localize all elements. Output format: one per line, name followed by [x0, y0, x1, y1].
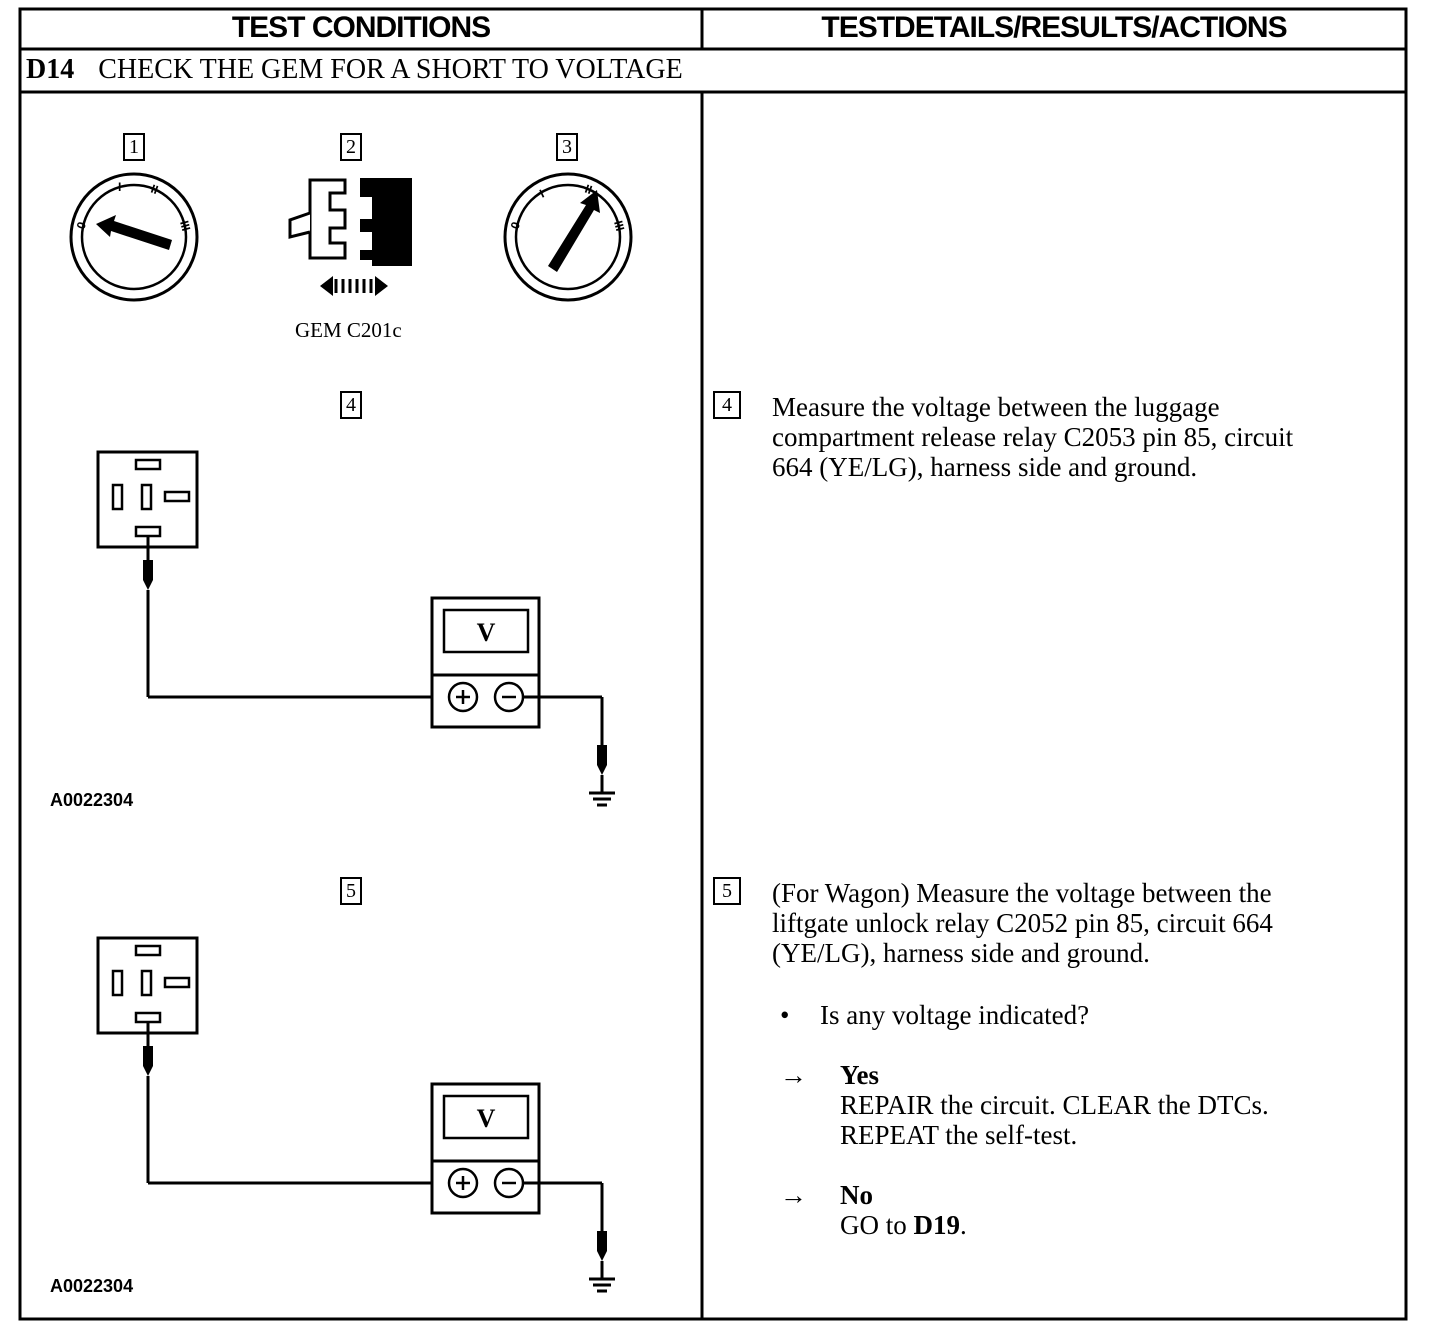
svg-text:II: II: [149, 182, 160, 197]
step-3-label: 3: [556, 133, 578, 161]
no-label: No: [840, 1180, 873, 1210]
ground-icon: [589, 1277, 615, 1293]
no-arrow: →: [780, 1180, 807, 1210]
svg-text:0: 0: [508, 220, 524, 231]
question-bullet: •: [780, 1000, 790, 1030]
instruction-4-label: 4: [713, 391, 741, 419]
meter-symbol: V: [477, 1104, 496, 1133]
ignition-run-icon: 0 I II III: [503, 172, 633, 302]
svg-text:I: I: [537, 187, 546, 201]
column-header-test-conditions: TEST CONDITIONS: [231, 11, 491, 44]
meter-symbol: V: [477, 618, 496, 647]
svg-text:0: 0: [74, 220, 90, 231]
ground-icon: [589, 791, 615, 807]
step-title: D14 CHECK THE GEM FOR A SHORT TO VOLTAGE: [26, 52, 683, 88]
voltmeter-icon: V: [430, 596, 541, 729]
step-4-label: 4: [340, 391, 362, 419]
yes-branch: Yes REPAIR the circuit. CLEAR the DTCs. …: [840, 1060, 1269, 1150]
instruction-4-text: Measure the voltage between the luggage …: [772, 392, 1294, 482]
no-action: GO to D19.: [840, 1210, 967, 1240]
step-1-label: 1: [123, 133, 145, 161]
ignition-off-icon: 0 I II III: [69, 172, 199, 302]
svg-text:II: II: [583, 182, 594, 197]
column-header-test-details: TESTDETAILS/RESULTS/ACTIONS: [821, 11, 1287, 44]
instruction-5-label: 5: [713, 877, 741, 905]
yes-action-2: REPEAT the self-test.: [840, 1120, 1078, 1150]
svg-text:I: I: [118, 180, 121, 194]
step-5-label: 5: [340, 877, 362, 905]
relay-connector-icon: [96, 936, 199, 1035]
yes-arrow: →: [780, 1060, 807, 1090]
question-text: Is any voltage indicated?: [820, 1000, 1090, 1030]
connector-caption: GEM C201c: [295, 318, 402, 342]
voltmeter-icon: V: [430, 1082, 541, 1215]
instruction-5-text: (For Wagon) Measure the voltage between …: [772, 878, 1273, 968]
step-2-label: 2: [340, 133, 362, 161]
figure-id-1: A0022304: [50, 790, 134, 810]
step-id: D14: [26, 54, 75, 85]
connector-disconnect-icon: [288, 178, 412, 296]
svg-text:III: III: [611, 219, 627, 232]
go-to-target: D19: [913, 1210, 961, 1240]
no-branch: No GO to D19.: [840, 1180, 967, 1240]
figure-id-2: A0022304: [50, 1276, 134, 1296]
yes-action-1: REPAIR the circuit. CLEAR the DTCs.: [840, 1090, 1269, 1120]
step-title-text: CHECK THE GEM FOR A SHORT TO VOLTAGE: [98, 54, 683, 85]
yes-label: Yes: [840, 1060, 879, 1090]
svg-text:III: III: [177, 219, 193, 232]
